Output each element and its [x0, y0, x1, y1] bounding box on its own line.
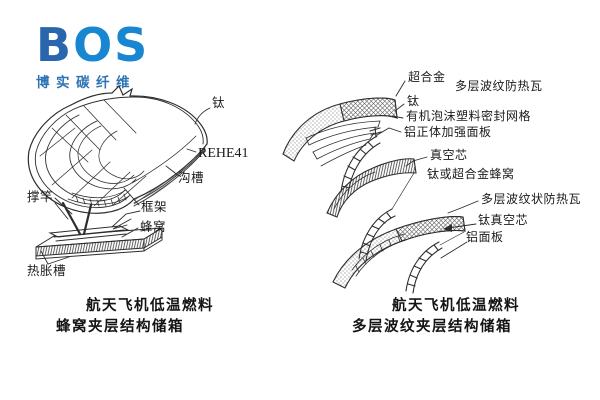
- label-titanium-left: 钛: [212, 96, 226, 110]
- label-aluminum-panel: 铝面板: [466, 230, 504, 244]
- left-detail-honeycomb-panel: [35, 201, 163, 260]
- right-panel-top: [282, 97, 398, 195]
- label-ti-vacuum-core: 钛真空芯: [478, 213, 529, 227]
- bos-logo-text: BOS: [36, 22, 149, 68]
- right-panel-bottom: [332, 216, 466, 294]
- bos-logo-letter-b: B: [36, 18, 74, 72]
- label-rehe41: REHE41: [198, 146, 249, 161]
- label-corrugated-heat-tile: 多层波纹状防热瓦: [481, 192, 582, 206]
- left-caption-line1: 航天飞机低温燃料: [86, 298, 214, 314]
- label-aluminum-reinforced-panel: 铝正体加强面板: [404, 125, 492, 139]
- tank-stringers: [67, 135, 197, 207]
- label-honeycomb: 蜂窝: [140, 220, 167, 234]
- left-tank-drawing: [27, 84, 208, 214]
- label-groove: 沟槽: [178, 171, 205, 185]
- label-multilayer-corrugated-tile: 多层波纹防热瓦: [455, 79, 543, 93]
- right-leader-lines: [376, 80, 479, 259]
- label-thermal-expansion-groove: 热胀槽: [27, 264, 67, 278]
- bos-logo-subtext: 博实碳纤维: [36, 75, 136, 90]
- right-caption-line2: 多层波纹夹层结构储箱: [352, 319, 512, 335]
- left-leader-lines: [40, 107, 211, 265]
- arch-rib-bottom: [405, 231, 465, 294]
- label-superalloy: 超合金: [408, 70, 446, 84]
- tank-truss-lines: [39, 99, 147, 207]
- bos-logo: BOS 博实碳纤维: [36, 22, 149, 91]
- right-caption-line1: 航天飞机低温燃料: [392, 298, 520, 314]
- label-vacuum-core: 真空芯: [430, 148, 468, 162]
- label-ti-or-superalloy-honeycomb: 钛或超合金蜂窝: [427, 167, 515, 181]
- left-caption-line2: 蜂窝夹层结构储箱: [56, 319, 184, 335]
- label-titanium-right: 钛: [407, 94, 420, 108]
- label-strut: 撑竿: [27, 190, 54, 204]
- bos-logo-letters-os: OS: [73, 18, 150, 72]
- label-organic-foam-seal-grid: 有机泡沫塑料密封网格: [406, 109, 532, 123]
- label-frame: 框架: [141, 200, 168, 214]
- bottom-panel-cells: [351, 233, 407, 277]
